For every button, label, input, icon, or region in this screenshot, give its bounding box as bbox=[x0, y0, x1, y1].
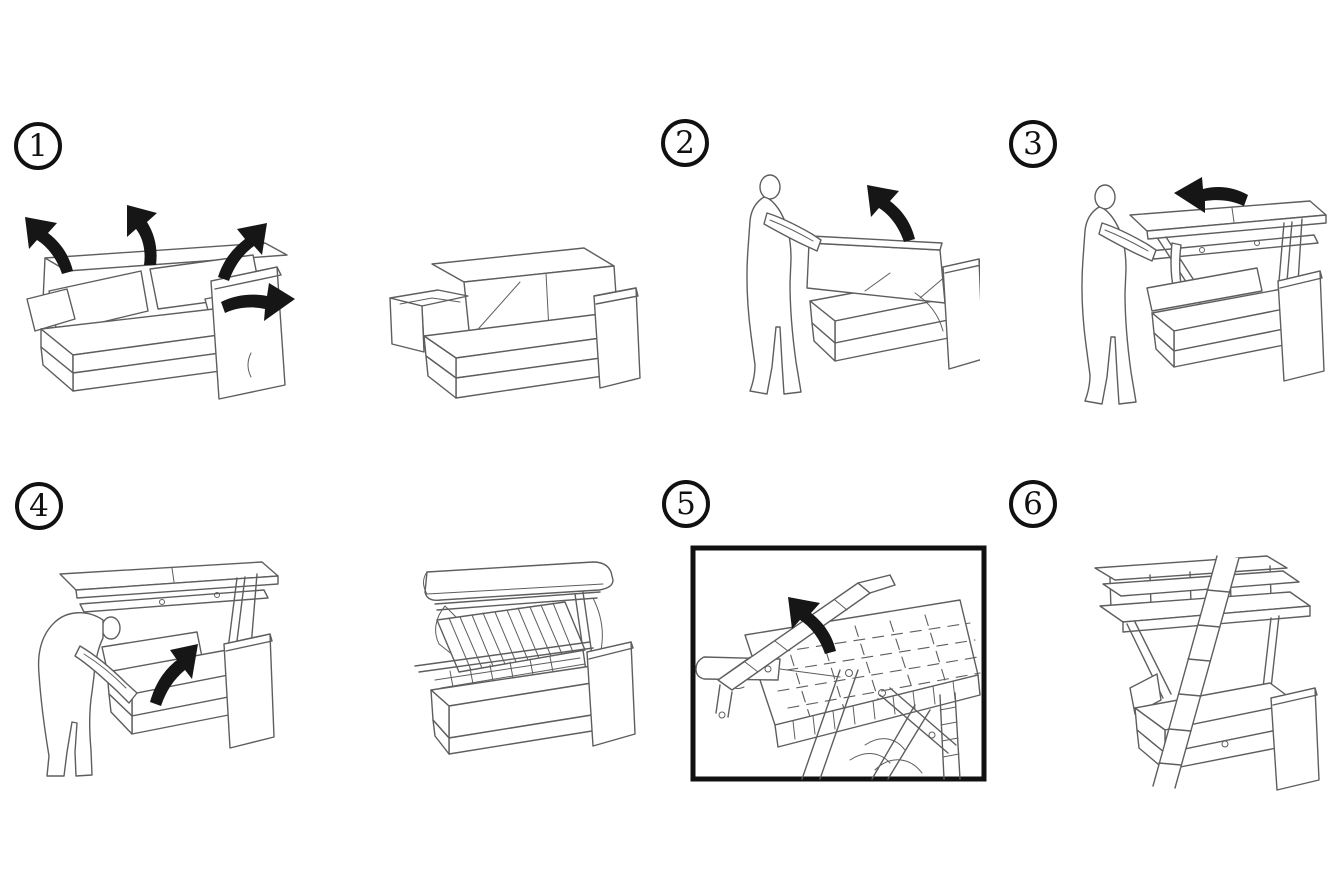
lift-arrow-up-icon bbox=[127, 205, 157, 265]
scissor-legs bbox=[801, 669, 961, 780]
illustration-sofa-without-cushions bbox=[372, 240, 642, 420]
step-6-number: 6 bbox=[1009, 480, 1057, 528]
illustration-step-4-lift-seat bbox=[12, 552, 317, 780]
upper-platform bbox=[59, 561, 279, 613]
lower-bed bbox=[1129, 673, 1320, 791]
illustration-step-2-lift-backrest bbox=[715, 163, 980, 403]
lift-arrow-up-right-icon bbox=[218, 223, 267, 281]
step-2-number: 2 bbox=[661, 119, 709, 167]
illustration-step-6-finished-bunk-bed bbox=[1075, 548, 1325, 793]
person-standing bbox=[746, 174, 822, 395]
base-box bbox=[414, 641, 636, 755]
illustration-step-3-raise-upper-bunk bbox=[1052, 163, 1332, 405]
illustration-open-mechanism bbox=[375, 558, 640, 783]
lift-arrow-up-left-icon bbox=[25, 217, 73, 274]
step-3-number: 3 bbox=[1009, 120, 1057, 168]
slatted-panel bbox=[436, 601, 586, 673]
sofa bbox=[26, 242, 288, 400]
backrest-panel bbox=[806, 235, 948, 332]
upper-mattress bbox=[423, 561, 614, 611]
step-4-number: 4 bbox=[15, 482, 63, 530]
person-bending bbox=[37, 612, 138, 777]
ladder bbox=[1152, 555, 1240, 789]
rail-up-arrow-icon bbox=[788, 597, 836, 654]
rotate-up-arrow-icon bbox=[867, 185, 915, 242]
illustration-step-1-remove-cushions bbox=[15, 203, 305, 418]
sofa-arm bbox=[942, 258, 980, 370]
bare-sofa bbox=[389, 247, 641, 399]
step-5-number: 5 bbox=[662, 480, 710, 528]
person-standing bbox=[1081, 184, 1157, 405]
pull-left-arrow-icon bbox=[1174, 177, 1248, 213]
step-1-number: 1 bbox=[14, 122, 62, 170]
illustration-step-5-guard-rail-detail bbox=[690, 545, 987, 782]
rotate-up-right-arrow-icon bbox=[150, 644, 198, 706]
lift-arrow-right-icon bbox=[221, 283, 295, 321]
sofa-base bbox=[1146, 267, 1325, 382]
upper-platform bbox=[1129, 200, 1327, 260]
